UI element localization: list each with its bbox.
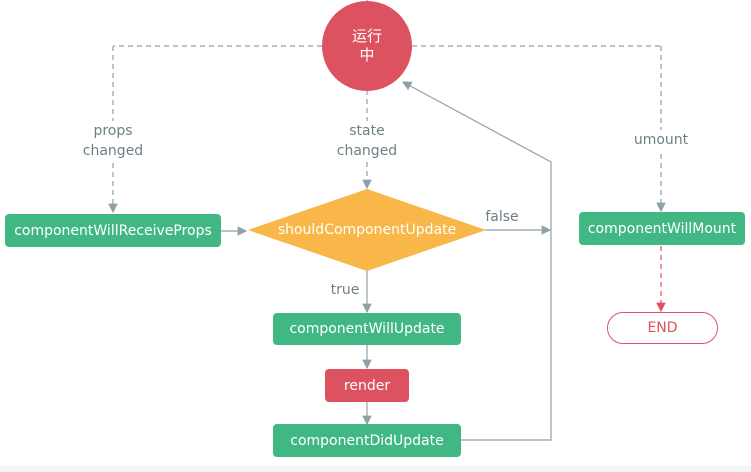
umount-text: umount	[633, 132, 689, 148]
component-will-mount-node: componentWillMount	[579, 212, 745, 245]
true-text: true	[330, 282, 360, 298]
render-node: render	[325, 369, 409, 402]
running-label-line1: 运行	[351, 27, 382, 45]
props-changed-line2: changed	[82, 143, 144, 159]
running-label-line2: 中	[359, 46, 375, 64]
render-label: render	[343, 377, 391, 394]
state-changed-label: state changed	[332, 121, 402, 161]
state-changed-line1: state	[349, 123, 385, 139]
true-label: true	[328, 280, 362, 300]
should-component-update-label-box: shouldComponentUpdate	[248, 218, 486, 242]
props-changed-label: props changed	[78, 121, 148, 161]
false-text: false	[485, 209, 519, 225]
bottom-band	[0, 466, 751, 472]
component-did-update-label: componentDidUpdate	[290, 432, 444, 449]
component-did-update-node: componentDidUpdate	[273, 424, 461, 457]
component-will-receive-props-node: componentWillReceiveProps	[5, 214, 221, 247]
false-label: false	[484, 207, 520, 227]
end-node: END	[607, 312, 718, 344]
umount-label: umount	[628, 130, 694, 150]
end-label: END	[647, 320, 678, 336]
state-changed-line2: changed	[336, 143, 398, 159]
component-will-update-node: componentWillUpdate	[273, 313, 461, 345]
should-component-update-label: shouldComponentUpdate	[277, 222, 457, 238]
component-will-receive-props-label: componentWillReceiveProps	[14, 222, 212, 239]
loop-back-line	[401, 81, 552, 441]
component-will-mount-label: componentWillMount	[587, 220, 737, 237]
running-state-node: 运行 中	[322, 1, 412, 91]
props-changed-line1: props	[93, 123, 133, 139]
should-update-diamond	[248, 189, 486, 271]
component-will-update-label: componentWillUpdate	[289, 321, 445, 337]
